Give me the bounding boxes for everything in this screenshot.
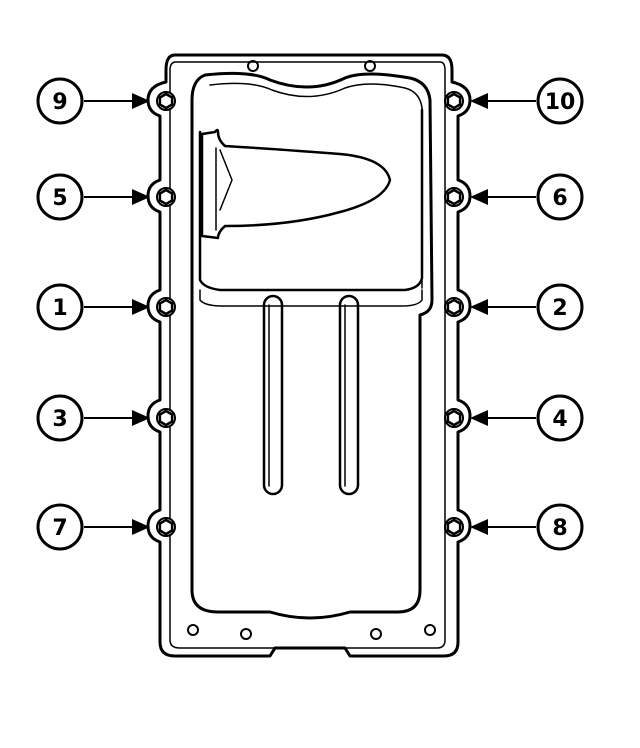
alignment-holes xyxy=(187,60,436,640)
callout-number-7: 7 xyxy=(52,516,67,541)
bolt-3-icon xyxy=(156,408,176,428)
callout-number-4: 4 xyxy=(552,407,567,432)
oil-pan-rib-right xyxy=(338,294,360,496)
callout-circle-2 xyxy=(536,283,584,331)
callout-number-3: 3 xyxy=(52,407,67,432)
bolt-1-icon xyxy=(156,297,176,317)
callout-circle-7 xyxy=(36,503,84,551)
callout-number-9: 9 xyxy=(52,90,67,115)
bolt-4-icon xyxy=(444,408,464,428)
arrow-7-icon xyxy=(84,519,150,535)
arrow-10-icon xyxy=(470,93,536,109)
callout-circle-3 xyxy=(36,394,84,442)
bolt-10-icon xyxy=(444,91,464,111)
callout-circle-5 xyxy=(36,173,84,221)
callout-number-10: 10 xyxy=(545,90,576,115)
callout-circle-4 xyxy=(536,394,584,442)
callout-number-8: 8 xyxy=(552,516,567,541)
callout-circle-6 xyxy=(536,173,584,221)
callout-number-2: 2 xyxy=(552,296,567,321)
bolt-callout-1: 1 xyxy=(36,283,176,331)
bolt-callout-6: 6 xyxy=(444,173,584,221)
arrow-9-icon xyxy=(84,93,150,109)
bolt-8-icon xyxy=(444,517,464,537)
arrow-6-icon xyxy=(470,189,536,205)
arrow-4-icon xyxy=(470,410,536,426)
bolt-9-icon xyxy=(156,91,176,111)
bolt-7-icon xyxy=(156,517,176,537)
callout-circle-1 xyxy=(36,283,84,331)
bolt-callout-5: 5 xyxy=(36,173,176,221)
arrow-5-icon xyxy=(84,189,150,205)
bolt-6-icon xyxy=(444,187,464,207)
oil-pan-sump-wall xyxy=(190,71,434,620)
bolt-callout-3: 3 xyxy=(36,394,176,442)
arrow-3-icon xyxy=(84,410,150,426)
callout-number-5: 5 xyxy=(52,186,67,211)
arrow-1-icon xyxy=(84,299,150,315)
oil-pan-flange xyxy=(146,53,472,658)
arrow-8-icon xyxy=(470,519,536,535)
oil-pan-rib-left xyxy=(262,294,284,496)
arrow-2-icon xyxy=(470,299,536,315)
bolt-callout-7: 7 xyxy=(36,503,176,551)
bolt-callout-2: 2 xyxy=(444,283,584,331)
bolt-callout-9: 9 xyxy=(36,77,176,125)
callout-circle-9 xyxy=(36,77,84,125)
bolt-callout-4: 4 xyxy=(444,394,584,442)
callout-circle-10 xyxy=(536,77,584,125)
bolt-callout-8: 8 xyxy=(444,503,584,551)
bolt-2-icon xyxy=(444,297,464,317)
oil-pan-deep-section xyxy=(198,108,424,307)
callout-number-6: 6 xyxy=(552,186,567,211)
callout-circle-8 xyxy=(536,503,584,551)
bolt-5-icon xyxy=(156,187,176,207)
callout-number-1: 1 xyxy=(52,296,67,321)
callout-layer: 9 10 5 6 1 2 3 4 7 8 xyxy=(36,77,584,551)
bolt-callout-10: 10 xyxy=(444,77,584,125)
